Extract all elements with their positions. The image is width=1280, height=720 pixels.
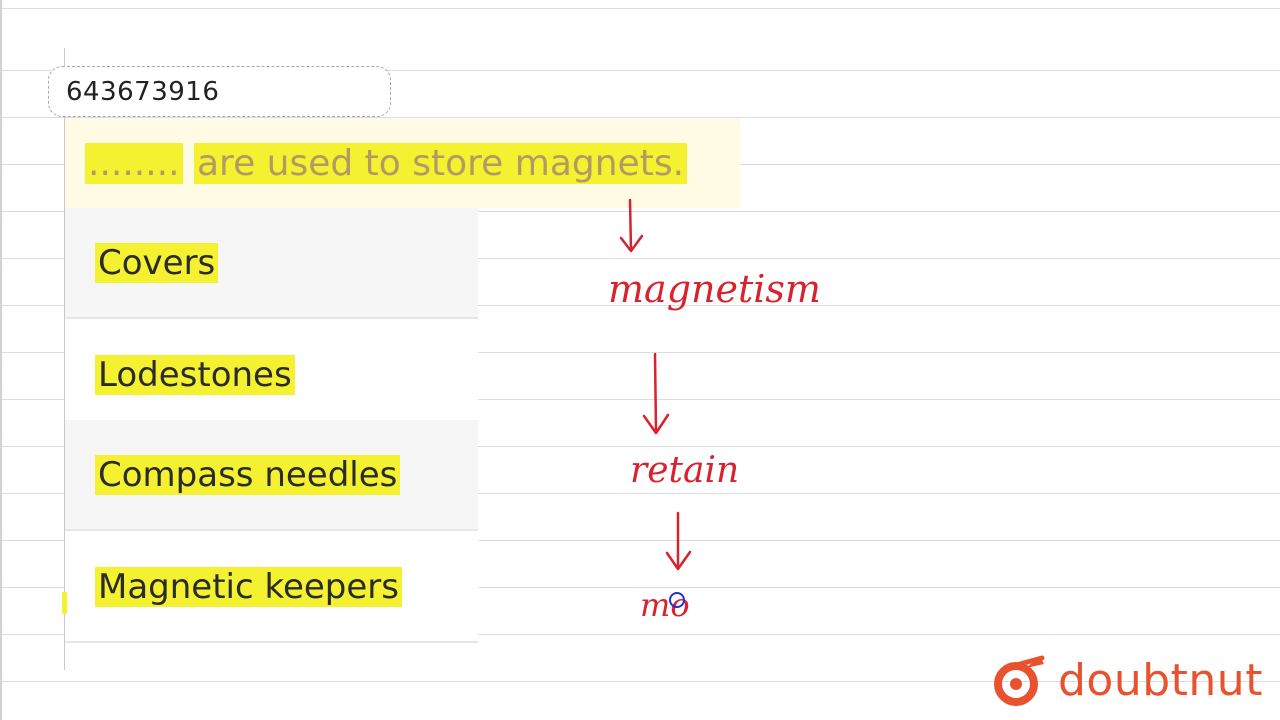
question-body: are used to store magnets. [194,142,688,184]
option-label: Covers [95,242,219,283]
arrow-head-icon [665,550,692,571]
page-left-edge [0,0,2,720]
annotation-retain: retain [630,450,739,491]
highlight-stroke [62,592,67,614]
option-lodestones[interactable]: Lodestones [65,320,478,431]
arrow-down-icon [628,198,633,252]
option-covers[interactable]: Covers [65,208,478,319]
option-label: Compass needles [95,454,401,495]
brand-name: doubtnut [1058,654,1263,706]
doubtnut-logo: doubtnut [990,650,1263,710]
question-stem: ........ are used to store magnets. [65,118,740,208]
option-label: Lodestones [95,354,295,395]
question-id: 643673916 [66,76,220,107]
doubtnut-logo-icon [994,655,1045,706]
arrow-down-icon [653,352,658,434]
option-magnetic-keepers[interactable]: Magnetic keepers [65,532,478,643]
arrow-head-icon [642,413,670,435]
question-id-box: 643673916 [48,66,391,117]
option-compass-needles[interactable]: Compass needles [65,420,478,531]
question-blank: ........ [85,142,183,184]
question-text: ........ are used to store magnets. [85,142,688,184]
pen-cursor-icon [669,592,685,608]
annotation-magnetism: magnetism [608,267,821,311]
option-label: Magnetic keepers [95,566,403,607]
arrow-head-icon [619,234,644,253]
notebook-margin-line [64,48,65,670]
